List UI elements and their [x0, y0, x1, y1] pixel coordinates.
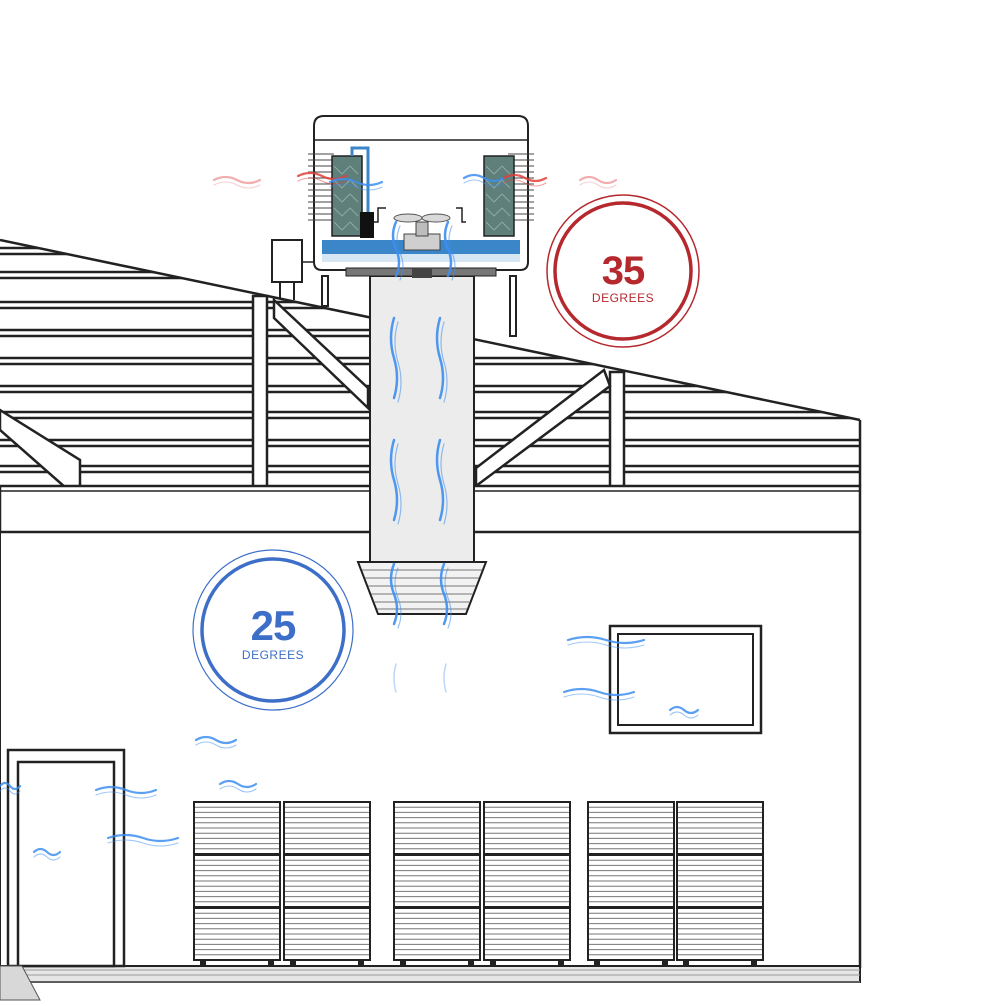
airflow-wisp	[213, 181, 261, 189]
airflow-wisp	[503, 179, 547, 187]
airflow-wisp	[391, 220, 401, 278]
airflow-wisp	[219, 785, 257, 793]
indoor-temperature-badge: 25 DEGREES	[192, 549, 354, 711]
fan	[393, 213, 451, 251]
airflow-wisp	[443, 663, 447, 693]
airflow-wisp	[95, 791, 157, 799]
airflow-wisp	[94, 785, 158, 795]
airflow-wisp	[563, 693, 635, 701]
water-pump	[360, 212, 374, 238]
outdoor-temp-unit: DEGREES	[592, 291, 654, 305]
airflow-wisp	[440, 443, 448, 525]
airflow-wisp	[389, 438, 399, 522]
airflow-wisp	[389, 316, 399, 400]
airflow-wisp	[194, 735, 238, 745]
outdoor-temperature-badge: 35 DEGREES	[546, 194, 700, 348]
airflow-wisp	[669, 711, 699, 719]
airflow-wisp	[0, 787, 21, 795]
airflow-wisp	[463, 179, 505, 187]
airflow-wisp	[212, 175, 262, 185]
airflow-wisp	[579, 181, 617, 189]
indoor-temp-unit: DEGREES	[242, 648, 304, 662]
storage-racks	[193, 801, 764, 966]
airflow-wisp	[329, 183, 383, 191]
airflow-wisp	[578, 175, 618, 185]
airflow-wisp	[107, 839, 179, 847]
airflow-wisp	[502, 173, 548, 183]
airflow-wisp	[439, 562, 449, 626]
airflow-wisp	[195, 741, 237, 749]
airflow-wisp	[394, 567, 402, 629]
airflow-wisp	[218, 779, 258, 789]
airflow-wisp	[567, 641, 645, 649]
airflow-wisp	[566, 635, 646, 645]
door	[0, 748, 126, 1001]
airflow-wisp	[106, 833, 180, 843]
airflow-wisp	[562, 687, 636, 697]
airflow-wisp	[297, 177, 347, 185]
airflow-wisp	[393, 663, 397, 693]
airflow-wisp	[389, 562, 399, 626]
airflow-wisp	[0, 781, 22, 791]
airflow-wisp	[396, 225, 404, 281]
airflow-wisp	[32, 847, 62, 857]
control-box	[271, 239, 303, 283]
outdoor-temp-value: 35	[602, 249, 645, 293]
airflow-wisp	[462, 173, 506, 183]
airflow-wisp	[443, 220, 453, 278]
evaporative-cooler-unit	[271, 115, 534, 337]
airflow-wisp	[435, 316, 445, 400]
airflow	[0, 171, 700, 861]
airflow-wisp	[444, 567, 452, 629]
airflow-wisp	[668, 705, 700, 715]
airflow-wisp	[448, 225, 456, 281]
airflow-wisp	[33, 853, 61, 861]
supply-duct	[356, 275, 488, 615]
building-wall	[0, 532, 862, 983]
airflow-wisp	[435, 438, 445, 522]
indoor-temp-value: 25	[251, 602, 296, 649]
airflow-wisp	[328, 177, 384, 187]
airflow-wisp	[394, 443, 402, 525]
airflow-wisp	[440, 321, 448, 403]
airflow-wisp	[394, 321, 402, 403]
